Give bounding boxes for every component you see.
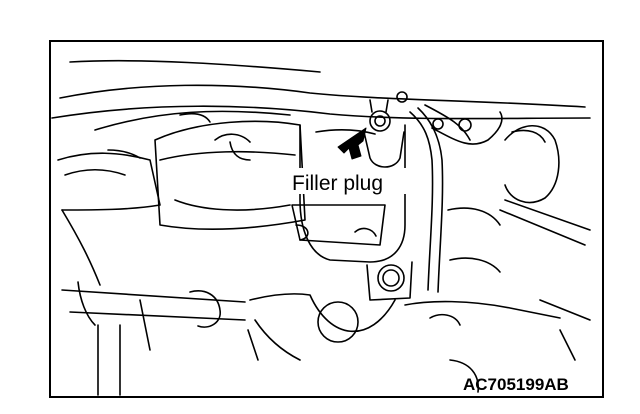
filler-plug-label: Filler plug: [292, 172, 383, 195]
arrow-icon: [337, 127, 367, 160]
callout-label-background: [288, 168, 406, 194]
figure-code: AC705199AB: [463, 375, 569, 394]
drawing-linework: [51, 59, 591, 396]
